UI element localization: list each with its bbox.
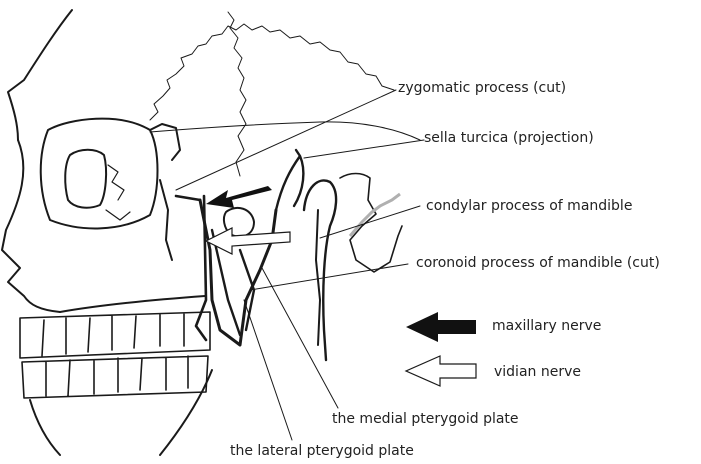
- label-sella-turcica: sella turcica (projection): [424, 130, 594, 146]
- orbit-inner: [65, 150, 106, 208]
- label-medial-plate: the medial pterygoid plate: [332, 411, 519, 427]
- label-lateral-plate: the lateral pterygoid plate: [230, 443, 414, 459]
- lower-teeth: [22, 356, 208, 398]
- vidian-arrow-skull: [206, 228, 290, 254]
- vidian-legend-arrow: [406, 356, 476, 386]
- coronal-suture: [150, 24, 394, 120]
- temporal-outline: [340, 174, 402, 273]
- label-coronoid-process: coronoid process of mandible (cut): [416, 255, 660, 271]
- palatine-outline: [176, 196, 206, 340]
- condylar-process: [304, 180, 336, 360]
- maxilla-outline: [60, 296, 205, 312]
- label-condylar-process: condylar process of mandible: [426, 198, 632, 214]
- nasal-outline: [2, 140, 60, 312]
- mandible-outline: [30, 370, 212, 455]
- maxillary-legend-arrow: [406, 312, 476, 342]
- leader-lateral: [244, 300, 292, 440]
- frontal-outline: [8, 10, 72, 140]
- sphenoid-body: [276, 150, 303, 210]
- maxillary-arrow-skull: [206, 186, 272, 208]
- sagittal-suture: [228, 12, 246, 176]
- legend-maxillary-label: maxillary nerve: [492, 318, 601, 334]
- ramus: [316, 210, 320, 345]
- leader-sella: [304, 140, 424, 158]
- orbit-fissure: [106, 165, 130, 220]
- orbit-outer: [41, 119, 158, 229]
- legend-vidian-label: vidian nerve: [494, 364, 581, 380]
- leader-coronoid: [250, 264, 408, 290]
- label-zygomatic-process: zygomatic process (cut): [398, 80, 566, 96]
- upper-teeth: [20, 312, 210, 358]
- squamous-suture: [150, 122, 420, 140]
